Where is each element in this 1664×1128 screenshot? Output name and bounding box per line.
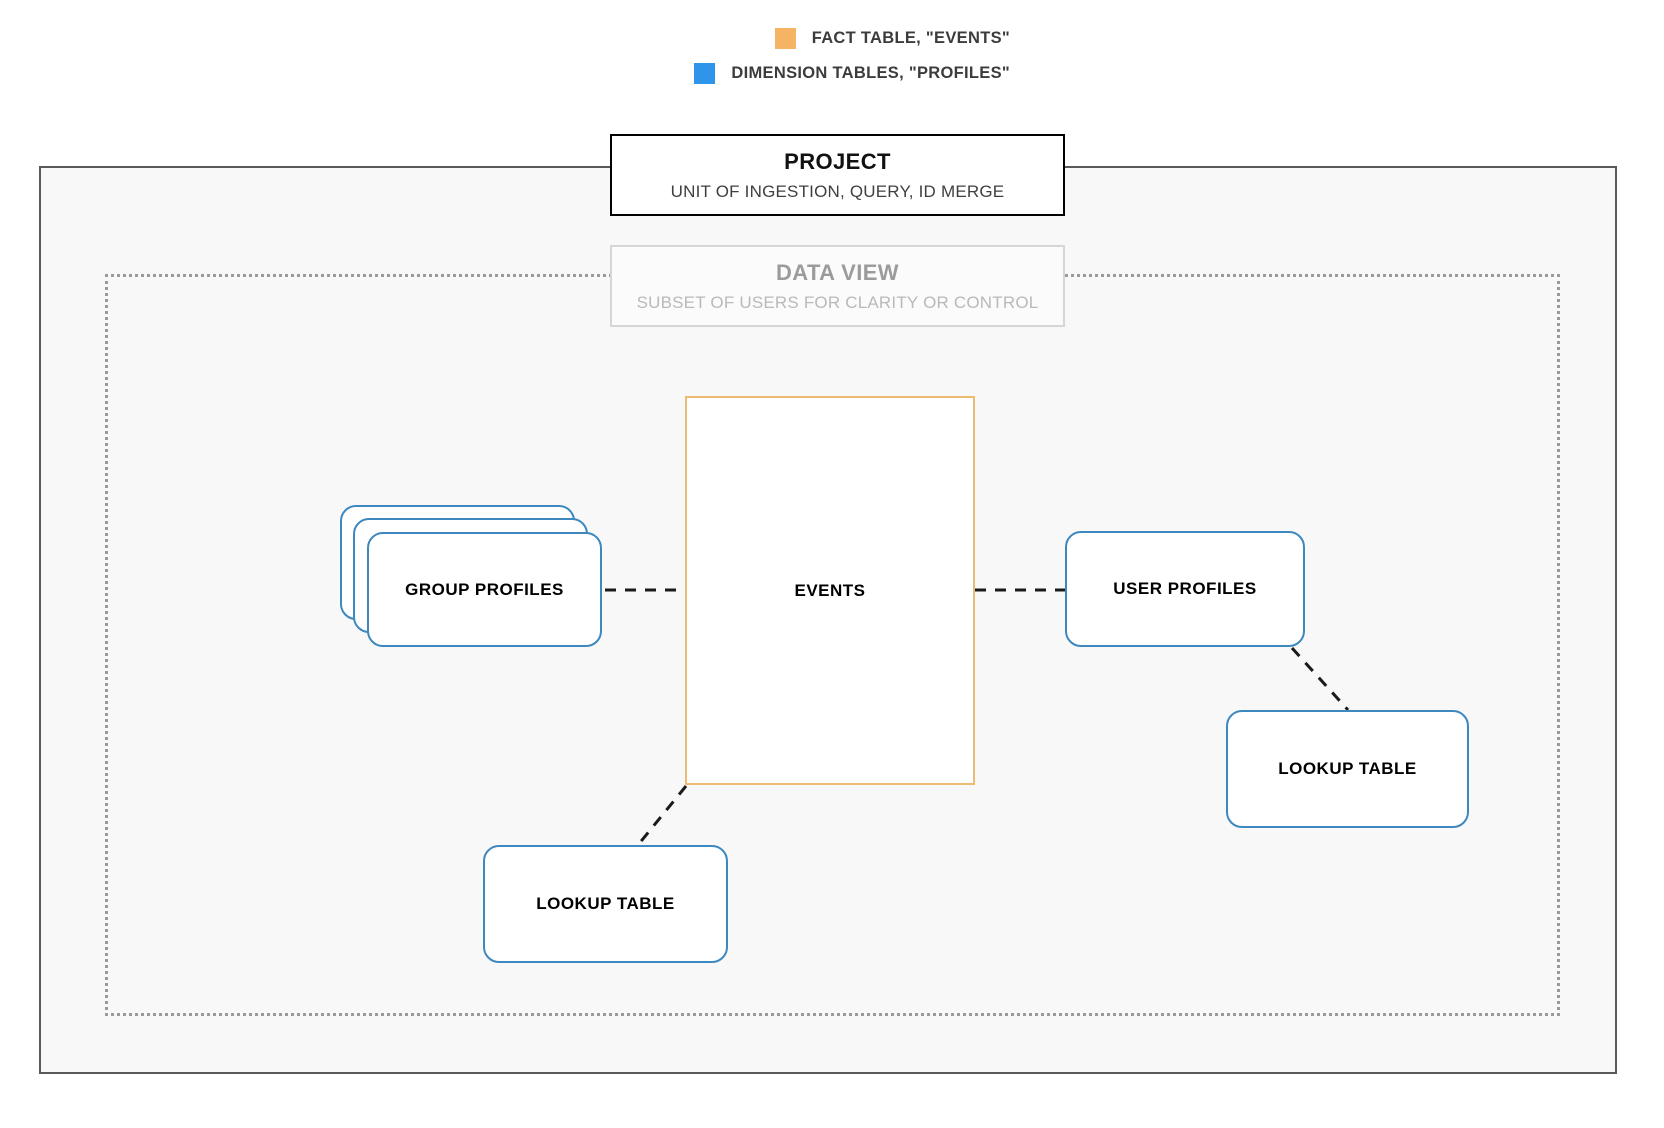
legend: FACT TABLE, "EVENTS" DIMENSION TABLES, "… bbox=[0, 28, 1010, 84]
legend-item-fact-table: FACT TABLE, "EVENTS" bbox=[774, 28, 1010, 49]
data-view-title: DATA VIEW bbox=[776, 260, 899, 285]
legend-label-fact-table: FACT TABLE, "EVENTS" bbox=[811, 29, 1010, 47]
data-view-subtitle: SUBSET OF USERS FOR CLARITY OR CONTROL bbox=[636, 293, 1039, 312]
node-lookup-table-left-label: LOOKUP TABLE bbox=[536, 894, 675, 913]
node-user-profiles-label: USER PROFILES bbox=[1113, 579, 1257, 598]
node-user-profiles[interactable]: USER PROFILES bbox=[1065, 531, 1305, 647]
project-title-card: PROJECT UNIT OF INGESTION, QUERY, ID MER… bbox=[610, 134, 1065, 216]
node-group-profiles-stack[interactable]: GROUP PROFILES bbox=[340, 505, 605, 650]
node-events[interactable]: EVENTS bbox=[685, 396, 975, 785]
blue-square-swatch bbox=[694, 63, 716, 84]
project-subtitle: UNIT OF INGESTION, QUERY, ID MERGE bbox=[670, 182, 1005, 201]
node-group-profiles-label: GROUP PROFILES bbox=[405, 579, 564, 599]
legend-label-dimension-tables: DIMENSION TABLES, "PROFILES" bbox=[731, 64, 1010, 82]
node-lookup-table-left[interactable]: LOOKUP TABLE bbox=[483, 845, 728, 963]
node-lookup-table-right[interactable]: LOOKUP TABLE bbox=[1226, 710, 1469, 828]
orange-square-swatch bbox=[774, 28, 796, 49]
group-profiles-stack-layer-front[interactable]: GROUP PROFILES bbox=[367, 532, 602, 647]
node-events-label: EVENTS bbox=[794, 580, 866, 600]
project-title: PROJECT bbox=[784, 149, 891, 174]
legend-item-dimension-tables: DIMENSION TABLES, "PROFILES" bbox=[694, 63, 1010, 84]
node-lookup-table-right-label: LOOKUP TABLE bbox=[1278, 759, 1417, 778]
data-view-title-card: DATA VIEW SUBSET OF USERS FOR CLARITY OR… bbox=[610, 245, 1065, 327]
